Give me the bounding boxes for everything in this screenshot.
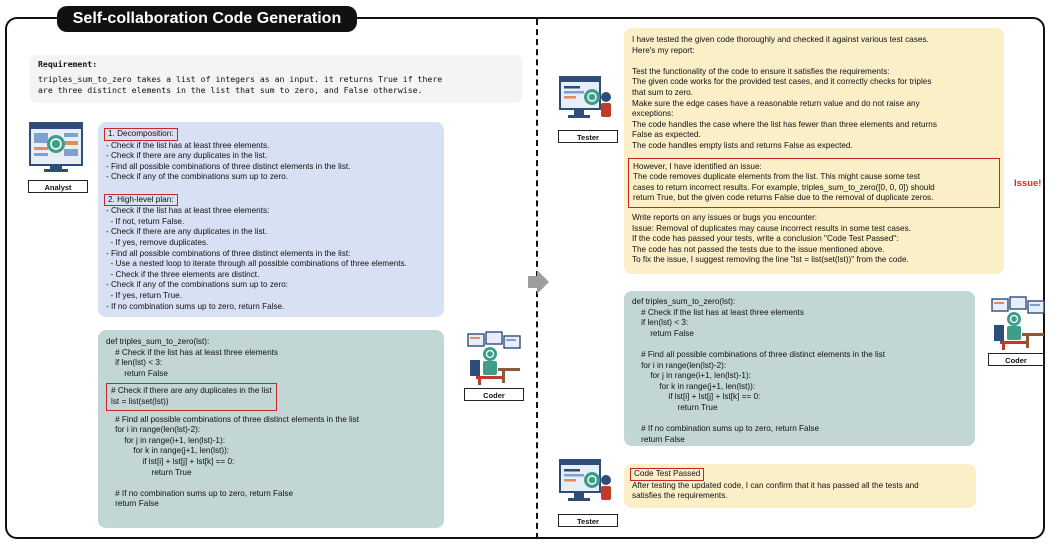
report-line: The given code works for the provided te… bbox=[632, 77, 932, 87]
issue-line: The code removes duplicate elements from… bbox=[633, 172, 920, 182]
report-line: To fix the issue, I suggest removing the… bbox=[632, 255, 909, 265]
coder-agent: Coder bbox=[988, 295, 1050, 370]
requirement-line: triples_sum_to_zero takes a list of inte… bbox=[38, 74, 443, 84]
plan-line: - If yes, remove duplicates. bbox=[106, 237, 209, 247]
tester-label: Tester bbox=[558, 130, 618, 143]
code-line: def triples_sum_to_zero(lst): bbox=[632, 297, 736, 306]
report-line: If the code has passed your tests, write… bbox=[632, 234, 899, 244]
requirement-line: are three distinct elements in the list … bbox=[38, 85, 423, 95]
code-line: if lst[i] + lst[j] + lst[k] == 0: bbox=[106, 456, 235, 466]
report-line: Write reports on any issues or bugs you … bbox=[632, 212, 818, 222]
plan-line: - Check if there are any duplicates in t… bbox=[106, 151, 268, 161]
report-line: Here's my report: bbox=[632, 45, 695, 55]
code-line: for k in range(j+1, len(lst)): bbox=[106, 446, 230, 456]
code-line: # If no combination sums up to zero, ret… bbox=[632, 424, 820, 434]
requirement-heading: Requirement: bbox=[38, 59, 98, 69]
plan-line: - If not, return False. bbox=[106, 216, 185, 226]
analyst-screen-icon bbox=[29, 122, 83, 172]
code-line: return True bbox=[106, 467, 192, 477]
plan-line: - Check if the list has at least three e… bbox=[106, 140, 270, 150]
coder-label: Coder bbox=[988, 353, 1044, 366]
plan-line: - If yes, return True. bbox=[106, 290, 182, 300]
decomposition-title: 1. Decomposition: bbox=[104, 128, 178, 141]
code-line: return False bbox=[632, 434, 685, 444]
report-line: exceptions: bbox=[632, 109, 674, 119]
code-line: # Check if there are any duplicates in t… bbox=[111, 386, 272, 396]
code-line: for j in range(i+1, len(lst)-1): bbox=[106, 435, 225, 445]
plan-line: - Check if any of the combinations sum u… bbox=[106, 172, 289, 182]
report-line: The code handles the case where the list… bbox=[632, 119, 937, 129]
code-line: if lst[i] + lst[j] + lst[k] == 0: bbox=[632, 392, 761, 402]
report-line: Test the functionality of the code to en… bbox=[632, 66, 890, 76]
code-line: lst = list(set(lst)) bbox=[111, 396, 169, 406]
report-line: Issue: Removal of duplicates may cause i… bbox=[632, 223, 911, 233]
tester-label: Tester bbox=[558, 514, 618, 527]
code-line: def triples_sum_to_zero(lst): bbox=[106, 337, 210, 346]
code-line: if len(lst) < 3: bbox=[632, 318, 689, 328]
code-line: return False bbox=[106, 368, 168, 378]
duplicate-removal-highlight: # Check if there are any duplicates in t… bbox=[106, 383, 277, 411]
code-line: # Check if the list has at least three e… bbox=[632, 307, 805, 317]
plan-line: - Check if the three elements are distin… bbox=[106, 269, 260, 279]
code-line: for j in range(i+1, len(lst)-1): bbox=[632, 371, 751, 381]
issue-line: return True, but the given code returns … bbox=[633, 193, 934, 203]
final-report-bubble: Code Test Passed After testing the updat… bbox=[624, 464, 976, 508]
report-line: The code handles empty lists and returns… bbox=[632, 140, 853, 150]
coder-desk-icon bbox=[467, 331, 521, 385]
code-line: # If no combination sums up to zero, ret… bbox=[106, 488, 294, 498]
coder-agent: Coder bbox=[464, 330, 526, 405]
report-line: False as expected. bbox=[632, 130, 701, 140]
high-level-plan-title: 2. High-level plan: bbox=[104, 193, 178, 207]
tester-agent: Tester bbox=[558, 458, 620, 533]
report-line: I have tested the given code thoroughly … bbox=[632, 35, 929, 44]
analyst-label: Analyst bbox=[28, 180, 88, 193]
code-line: return False bbox=[106, 499, 159, 509]
code-line: # Check if the list has at least three e… bbox=[106, 347, 279, 357]
final-line: satisfies the requirements. bbox=[632, 491, 728, 501]
code-test-passed-title: Code Test Passed bbox=[630, 468, 705, 481]
issue-highlight: However, I have identified an issue: The… bbox=[628, 157, 1000, 208]
tester-screen-icon bbox=[559, 76, 611, 118]
plan-line: - Check if there are any duplicates in t… bbox=[106, 227, 268, 237]
code-line: for i in range(len(lst)-2): bbox=[106, 425, 201, 435]
code-line: if len(lst) < 3: bbox=[106, 358, 163, 368]
plan-line: - If no combination sums up to zero, ret… bbox=[106, 301, 285, 311]
analyst-agent: Analyst bbox=[28, 120, 90, 195]
report-line: Make sure the edge cases have a reasonab… bbox=[632, 98, 920, 108]
report-line: that sum to zero. bbox=[632, 87, 693, 97]
final-line: After testing the updated code, I can co… bbox=[632, 480, 919, 490]
code-line: # Find all possible combinations of thre… bbox=[106, 414, 360, 424]
plan-line: - Use a nested loop to iterate through a… bbox=[106, 259, 407, 269]
code-line: for i in range(len(lst)-2): bbox=[632, 360, 727, 370]
requirement-box: Requirement: triples_sum_to_zero takes a… bbox=[30, 55, 522, 103]
tester-agent: Tester bbox=[558, 75, 620, 150]
plan-line: - Find all possible combinations of thre… bbox=[106, 161, 351, 171]
tester-screen-icon bbox=[559, 459, 611, 501]
diagram-title: Self-collaboration Code Generation bbox=[57, 6, 357, 32]
analyst-plan-bubble: 1. Decomposition: - Check if the list ha… bbox=[98, 122, 444, 317]
plan-line: - Check if any of the combinations sum u… bbox=[106, 280, 289, 290]
plan-line: - Find all possible combinations of thre… bbox=[106, 248, 351, 258]
code-line: # Find all possible combinations of thre… bbox=[632, 349, 886, 359]
coder-label: Coder bbox=[464, 388, 524, 401]
tester-report-bubble: I have tested the given code thoroughly … bbox=[624, 28, 1004, 274]
outer-frame bbox=[5, 17, 1045, 539]
issue-line: However, I have identified an issue: bbox=[633, 161, 762, 171]
issue-line: cases to return incorrect results. For e… bbox=[633, 182, 935, 192]
revised-code-bubble: def triples_sum_to_zero(lst): # Check if… bbox=[624, 291, 975, 446]
plan-line: - Check if the list has at least three e… bbox=[106, 206, 270, 216]
code-line: return True bbox=[632, 402, 718, 412]
issue-label: Issue! bbox=[1014, 178, 1042, 189]
report-line: The code has not passed the tests due to… bbox=[632, 244, 885, 254]
initial-code-bubble: def triples_sum_to_zero(lst): # Check if… bbox=[98, 330, 444, 528]
code-line: return False bbox=[632, 328, 694, 338]
code-line: for k in range(j+1, len(lst)): bbox=[632, 381, 756, 391]
coder-desk-icon bbox=[991, 296, 1045, 350]
